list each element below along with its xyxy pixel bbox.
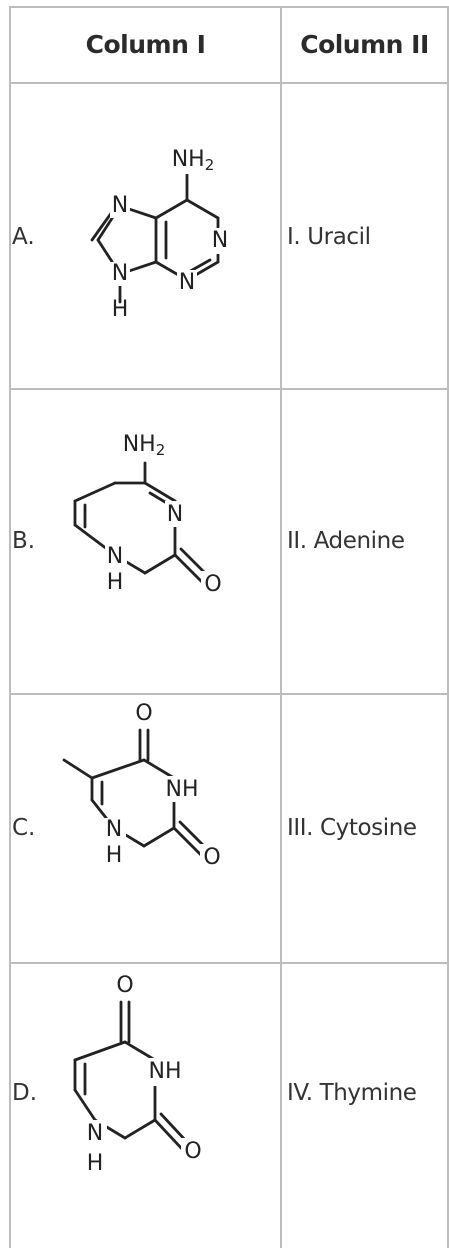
column-header-2: Column II <box>300 29 429 59</box>
grid-line-left <box>9 6 11 1248</box>
row-b-label: B. <box>12 528 36 554</box>
row-a-label: A. <box>12 224 35 250</box>
row-d-option: IV. Thymine <box>287 1080 417 1106</box>
atom-o: O <box>203 845 220 870</box>
atom-nh2: NH2 <box>172 147 215 174</box>
atom-n: N <box>167 502 183 527</box>
atom-o: O <box>204 572 221 597</box>
atom-n: N <box>87 1121 103 1146</box>
adenine-structure-image: NH2 N N N N H <box>90 147 230 322</box>
atom-h: H <box>107 570 124 595</box>
atom-o: O <box>116 973 133 998</box>
atom-n: N <box>179 270 195 295</box>
grid-line-row-c <box>9 962 449 964</box>
uracil-structure-image: O NH N H O <box>73 972 205 1176</box>
row-a-option: I. Uracil <box>287 224 371 250</box>
atom-n: N <box>212 228 228 253</box>
atom-nh: NH <box>149 1059 182 1084</box>
atom-h: H <box>87 1151 104 1176</box>
atom-h: H <box>106 843 123 868</box>
grid-line-top <box>9 6 449 8</box>
grid-line-right <box>447 6 449 1248</box>
row-d-label: D. <box>12 1080 38 1106</box>
atom-h: H <box>112 297 129 322</box>
atom-nh2: NH2 <box>123 432 166 459</box>
atom-o: O <box>184 1139 201 1164</box>
row-c-label: C. <box>12 815 36 841</box>
grid-line-middle <box>280 6 282 1248</box>
grid-line-row-b <box>9 693 449 695</box>
atom-nh: NH <box>166 777 199 802</box>
atom-n: N <box>107 544 123 569</box>
atom-n: N <box>106 817 122 842</box>
row-c-option: III. Cytosine <box>287 815 417 841</box>
cytosine-structure-image: NH2 N N H O <box>73 431 225 597</box>
row-b-option: II. Adenine <box>287 528 405 554</box>
atom-n: N <box>112 261 128 286</box>
thymine-structure-image: O NH N H O <box>62 700 224 870</box>
grid-line-header <box>9 82 449 84</box>
grid-line-row-a <box>9 388 449 390</box>
atom-n: N <box>112 193 128 218</box>
atom-o: O <box>135 701 152 726</box>
column-header-1: Column I <box>85 29 206 59</box>
